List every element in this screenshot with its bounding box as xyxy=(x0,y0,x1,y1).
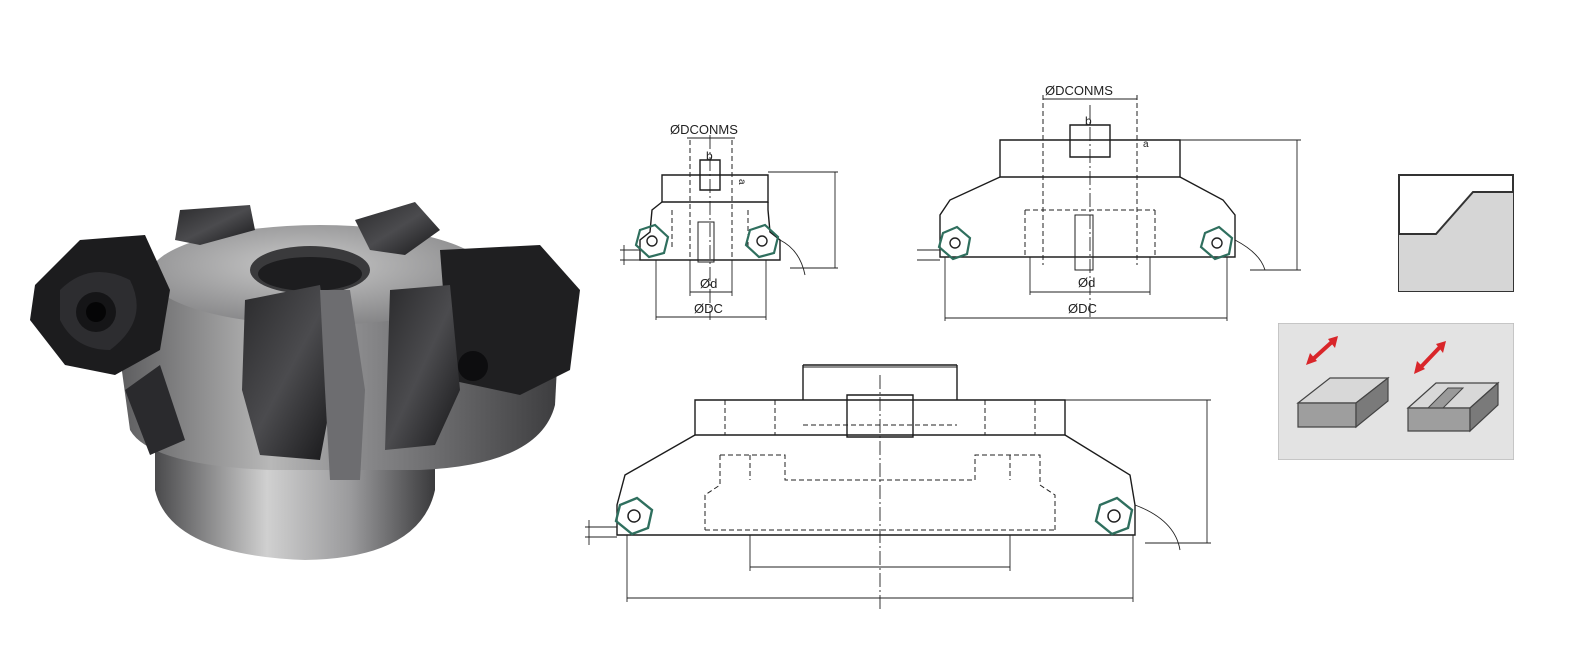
d-label: Ød xyxy=(700,276,717,291)
dconms-label: ØDCONMS xyxy=(670,122,738,137)
d-label-medium: Ød xyxy=(1078,275,1095,290)
small-cutter-drawing: ØDCONMS b a Ød ØDC xyxy=(620,122,838,320)
b-label-medium: b xyxy=(1085,114,1092,128)
large-cutter-drawing xyxy=(585,364,1211,610)
face-milling-cutter-render xyxy=(30,202,580,560)
shoulder-profile-icon xyxy=(1398,174,1514,292)
machining-operation-icon xyxy=(1278,323,1514,460)
dc-label-medium: ØDC xyxy=(1068,301,1097,316)
dc-label: ØDC xyxy=(694,301,723,316)
medium-cutter-drawing: ØDCONMS b a Ød ØDC xyxy=(917,83,1301,321)
a-label-medium: a xyxy=(1143,139,1149,150)
dconms-label-medium: ØDCONMS xyxy=(1045,83,1113,98)
b-label: b xyxy=(706,149,713,163)
a-label: a xyxy=(736,179,747,185)
